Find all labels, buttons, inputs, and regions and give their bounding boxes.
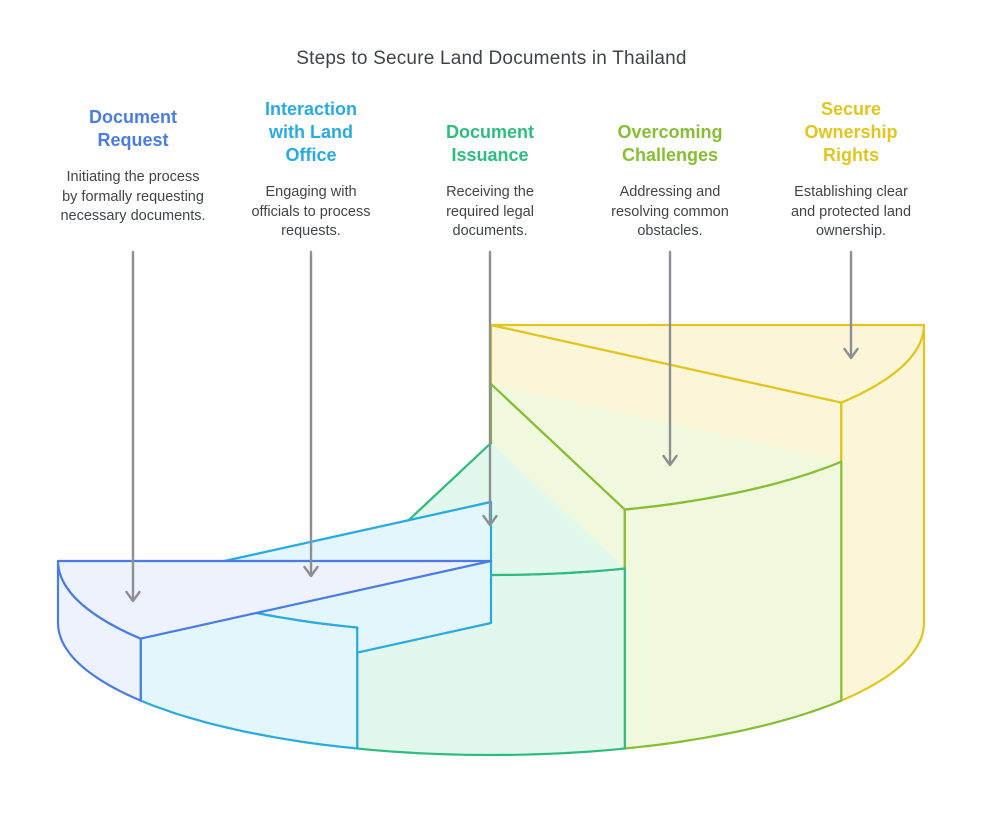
step-title: Document Request: [88, 107, 177, 150]
page-title: Steps to Secure Land Documents in Thaila…: [296, 48, 687, 69]
wedge-document-request: [56, 559, 493, 702]
step-title: Document Issuance: [445, 122, 534, 165]
step-description: Engaging with officials to process reque…: [251, 184, 371, 239]
step-title: Overcoming Challenges: [617, 122, 723, 165]
connector-arrows: [125, 250, 859, 603]
step-description: Receiving the required legal documents.: [446, 184, 534, 239]
step-description: Addressing and resolving common obstacle…: [611, 184, 729, 239]
arrow-step-1: [125, 250, 141, 603]
arrow-step-4: [662, 250, 678, 467]
arrow-step-2: [303, 250, 319, 578]
arrow-step-5: [843, 250, 859, 360]
step-title: Interaction with Land Office: [264, 99, 357, 165]
step-column-document-issuance: Document Issuance Receiving the required…: [400, 121, 580, 242]
step-title: Secure Ownership Rights: [804, 99, 898, 165]
step-column-document-request: Document Request Initiating the process …: [43, 106, 223, 227]
step-column-overcoming-challenges: Overcoming Challenges Addressing and res…: [580, 121, 760, 242]
step-column-secure-ownership-rights: Secure Ownership Rights Establishing cle…: [761, 98, 941, 242]
arrow-step-3: [482, 250, 498, 527]
step-column-interaction-with-land-office: Interaction with Land Office Engaging wi…: [221, 98, 401, 242]
step-description: Initiating the process by formally reque…: [60, 169, 206, 224]
step-description: Establishing clear and protected land ow…: [790, 184, 912, 239]
